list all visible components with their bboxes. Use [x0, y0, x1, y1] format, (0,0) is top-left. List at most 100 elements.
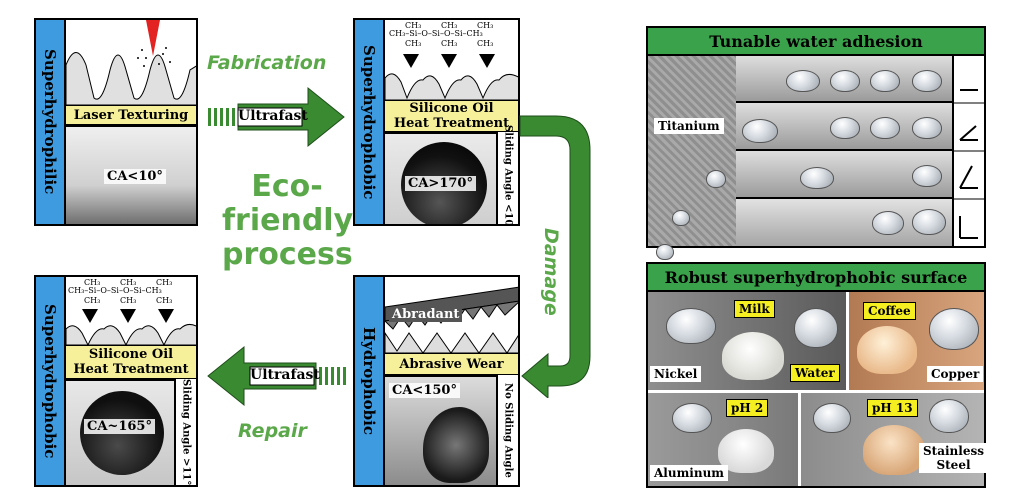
strip-tilted	[736, 103, 952, 151]
nickel-photo: Milk Water Nickel	[648, 292, 846, 390]
svg-text:CH₃: CH₃	[156, 278, 172, 287]
droplet	[912, 209, 946, 235]
process-band: Silicone Oil Heat Treatment	[66, 345, 196, 379]
droplet	[742, 119, 778, 143]
droplet	[794, 308, 838, 348]
molecule-diagram: CH₃–Si–O–Si–O–Si–CH₃ CH₃ CH₃ CH₃ CH₃ CH₃ CH₃	[65, 278, 196, 347]
adhesion-strips	[736, 56, 952, 246]
sliding-angle-note: Sliding Angle >11°	[174, 379, 196, 485]
fabrication-label: Fabrication	[207, 52, 327, 74]
svg-text:CH₃: CH₃	[441, 39, 457, 48]
surface-profile	[65, 20, 196, 106]
band-line-2: Heat Treatment	[393, 116, 510, 131]
sliding-angle-note: Sliding Angle <10°	[496, 125, 518, 224]
droplet	[929, 308, 979, 350]
droplet	[656, 244, 674, 260]
abradant-label: Abradant	[389, 307, 463, 322]
droplet	[800, 167, 834, 189]
abrasion-diagram: Abradant	[383, 277, 518, 354]
ultrafast-label-bottom: Ultrafast	[250, 367, 320, 383]
sliding-angle-note: No Sliding Angle	[496, 375, 518, 485]
panel-silicone-treatment-bottom: Superhydrophobic CH₃–Si–O–Si–O–Si–CH₃ CH…	[34, 275, 198, 487]
droplet-photo: CA~165°	[66, 379, 174, 485]
droplet-photo: CA<150°	[385, 375, 496, 485]
panel-title: Tunable water adhesion	[648, 28, 984, 56]
droplet	[912, 117, 942, 139]
contact-angle: CA<10°	[104, 169, 166, 184]
contact-angle: CA~165°	[84, 419, 155, 434]
stainless-steel-label: Stainless Steel	[919, 443, 988, 473]
band-line-2: Heat Treatment	[73, 362, 189, 377]
water-droplet	[423, 407, 489, 483]
ph13-label: pH 13	[867, 399, 918, 417]
aluminum-label: Aluminum	[650, 465, 728, 481]
svg-text:CH₃: CH₃	[405, 21, 421, 30]
side-label: Superhydrophobic	[36, 277, 66, 485]
process-band: Abrasive Wear	[385, 353, 518, 375]
droplet	[672, 210, 690, 226]
strip-inclined	[736, 151, 952, 199]
tilt-angle-icons	[954, 89, 984, 239]
svg-text:CH₃: CH₃	[84, 296, 100, 305]
droplet-photo: CA>170°	[385, 132, 496, 224]
side-label: Hydrophobic	[355, 277, 385, 485]
laser-surface-diagram	[65, 20, 196, 106]
droplet	[912, 165, 942, 187]
panel-laser-texturing: Superhydrophilic Laser Texturing CA<10°	[34, 18, 198, 226]
side-label: Superhydrophilic	[36, 20, 66, 224]
droplet	[830, 117, 860, 139]
droplet	[830, 70, 860, 92]
coffee-drop	[857, 326, 917, 374]
droplet	[813, 403, 851, 433]
copper-label: Copper	[927, 366, 984, 382]
strip-vertical	[736, 199, 952, 246]
svg-text:CH₃: CH₃	[120, 296, 136, 305]
band-line-1: Silicone Oil	[409, 101, 494, 116]
stainless-photo: pH 13 Stainless Steel	[798, 390, 988, 486]
water-label: Water	[790, 364, 840, 382]
droplet-photo: CA<10°	[66, 125, 196, 224]
eco-line-3: process	[222, 237, 353, 272]
panel-abrasive-wear: Hydrophobic Abradant Abrasive Wear CA<15…	[353, 275, 520, 487]
eco-line-2: friendly	[222, 203, 354, 238]
svg-text:CH₃: CH₃	[120, 278, 136, 287]
eco-friendly-label: Eco- friendly process	[222, 170, 354, 272]
band-line-1: Silicone Oil	[88, 347, 174, 362]
silicone-oil-molecule: CH₃–Si–O–Si–O–Si–CH₃ CH₃ CH₃ CH₃ CH₃ CH₃ CH₃	[65, 277, 196, 347]
droplet	[786, 70, 820, 92]
svg-text:CH₃: CH₃	[477, 39, 493, 48]
svg-text:CH₃–Si–O–Si–O–Si–CH₃: CH₃–Si–O–Si–O–Si–CH₃	[389, 29, 483, 38]
milk-drop	[722, 332, 784, 380]
tunable-adhesion-panel: Tunable water adhesion Titanium	[646, 26, 986, 260]
repair-label: Repair	[238, 420, 307, 442]
strip-horizontal	[736, 56, 952, 103]
droplet	[870, 70, 900, 92]
milk-label: Milk	[734, 300, 775, 318]
svg-text:CH₃: CH₃	[156, 296, 172, 305]
molecule-diagram: CH₃–Si–O–Si–O–Si–CH₃ CH₃ CH₃ CH₃ CH₃ CH₃ CH₃	[384, 21, 518, 101]
svg-text:CH₃: CH₃	[441, 21, 457, 30]
aluminum-photo: pH 2 Aluminum	[648, 390, 798, 486]
process-band: Silicone Oil Heat Treatment	[385, 100, 518, 132]
copper-photo: Coffee Copper	[846, 292, 984, 390]
process-band: Laser Texturing	[66, 105, 196, 125]
droplet	[666, 308, 716, 344]
droplet	[912, 70, 942, 92]
side-label: Superhydrophobic	[355, 20, 385, 224]
panel-silicone-treatment-top: Superhydrophobic CH₃–Si–O–Si–O–Si–CH₃ CH…	[353, 18, 520, 226]
contact-angle: CA<150°	[389, 383, 460, 398]
titanium-label: Titanium	[654, 118, 724, 134]
svg-text:CH₃: CH₃	[84, 278, 100, 287]
droplet	[870, 117, 900, 139]
svg-text:CH₃: CH₃	[405, 39, 421, 48]
panel-title: Robust superhydrophobic surface	[648, 264, 984, 292]
ultrafast-arrow-right	[208, 86, 345, 148]
stainless-line-2: Steel	[936, 458, 971, 472]
svg-text:CH₃: CH₃	[477, 21, 493, 30]
robust-surface-panel: Robust superhydrophobic surface Milk Wat…	[646, 262, 988, 488]
svg-text:CH₃–Si–O–Si–O–Si–CH₃: CH₃–Si–O–Si–O–Si–CH₃	[68, 286, 162, 295]
droplet	[929, 399, 969, 433]
droplet	[706, 170, 726, 188]
ultrafast-label-top: Ultrafast	[238, 108, 308, 124]
tilt-icons	[952, 56, 984, 246]
